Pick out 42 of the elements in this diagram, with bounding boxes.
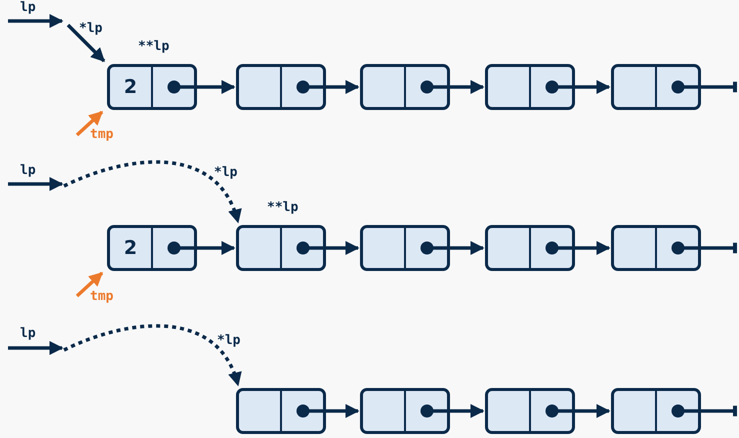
node-value: 2	[124, 238, 138, 258]
list-node-box	[485, 388, 575, 434]
list-node-box	[107, 225, 197, 271]
arrow	[575, 80, 610, 94]
list-node-box	[236, 64, 326, 110]
list-node-box	[485, 64, 575, 110]
list-node-box	[236, 388, 326, 434]
arrow	[450, 80, 484, 94]
dotted-arrow	[63, 160, 240, 224]
arrow	[76, 110, 104, 136]
list-node-box	[360, 225, 450, 271]
arrow	[326, 241, 360, 255]
arrow	[76, 272, 104, 298]
list-node-box	[611, 388, 701, 434]
dotted-arrow	[63, 324, 240, 386]
arrow	[326, 404, 360, 418]
pointer-label: **lp	[138, 40, 170, 53]
list-node-box	[360, 64, 450, 110]
pointer-label: **lp	[267, 201, 298, 214]
arrow	[197, 80, 236, 94]
edge-label: tmp	[90, 128, 114, 141]
arrow	[326, 80, 360, 94]
list-node-box	[107, 64, 197, 110]
edge-label: *lp	[214, 166, 238, 179]
arrow	[450, 241, 484, 255]
list-node-box	[611, 225, 701, 271]
arrow	[450, 404, 484, 418]
edge-label: *lp	[79, 22, 102, 35]
pointer-label: lp	[20, 327, 36, 340]
arrow	[575, 404, 610, 418]
edge-label: tmp	[90, 290, 114, 303]
edge-label: *lp	[217, 334, 240, 347]
arrow	[197, 241, 236, 255]
pointer-label: lp	[20, 164, 36, 177]
arrow	[575, 241, 610, 255]
arrow	[66, 24, 106, 62]
node-value: 2	[124, 78, 138, 96]
list-node-box	[360, 388, 450, 434]
list-node-box	[236, 225, 326, 271]
list-node-box	[611, 64, 701, 110]
list-node-box	[485, 225, 575, 271]
pointer-label: lp	[20, 1, 36, 14]
